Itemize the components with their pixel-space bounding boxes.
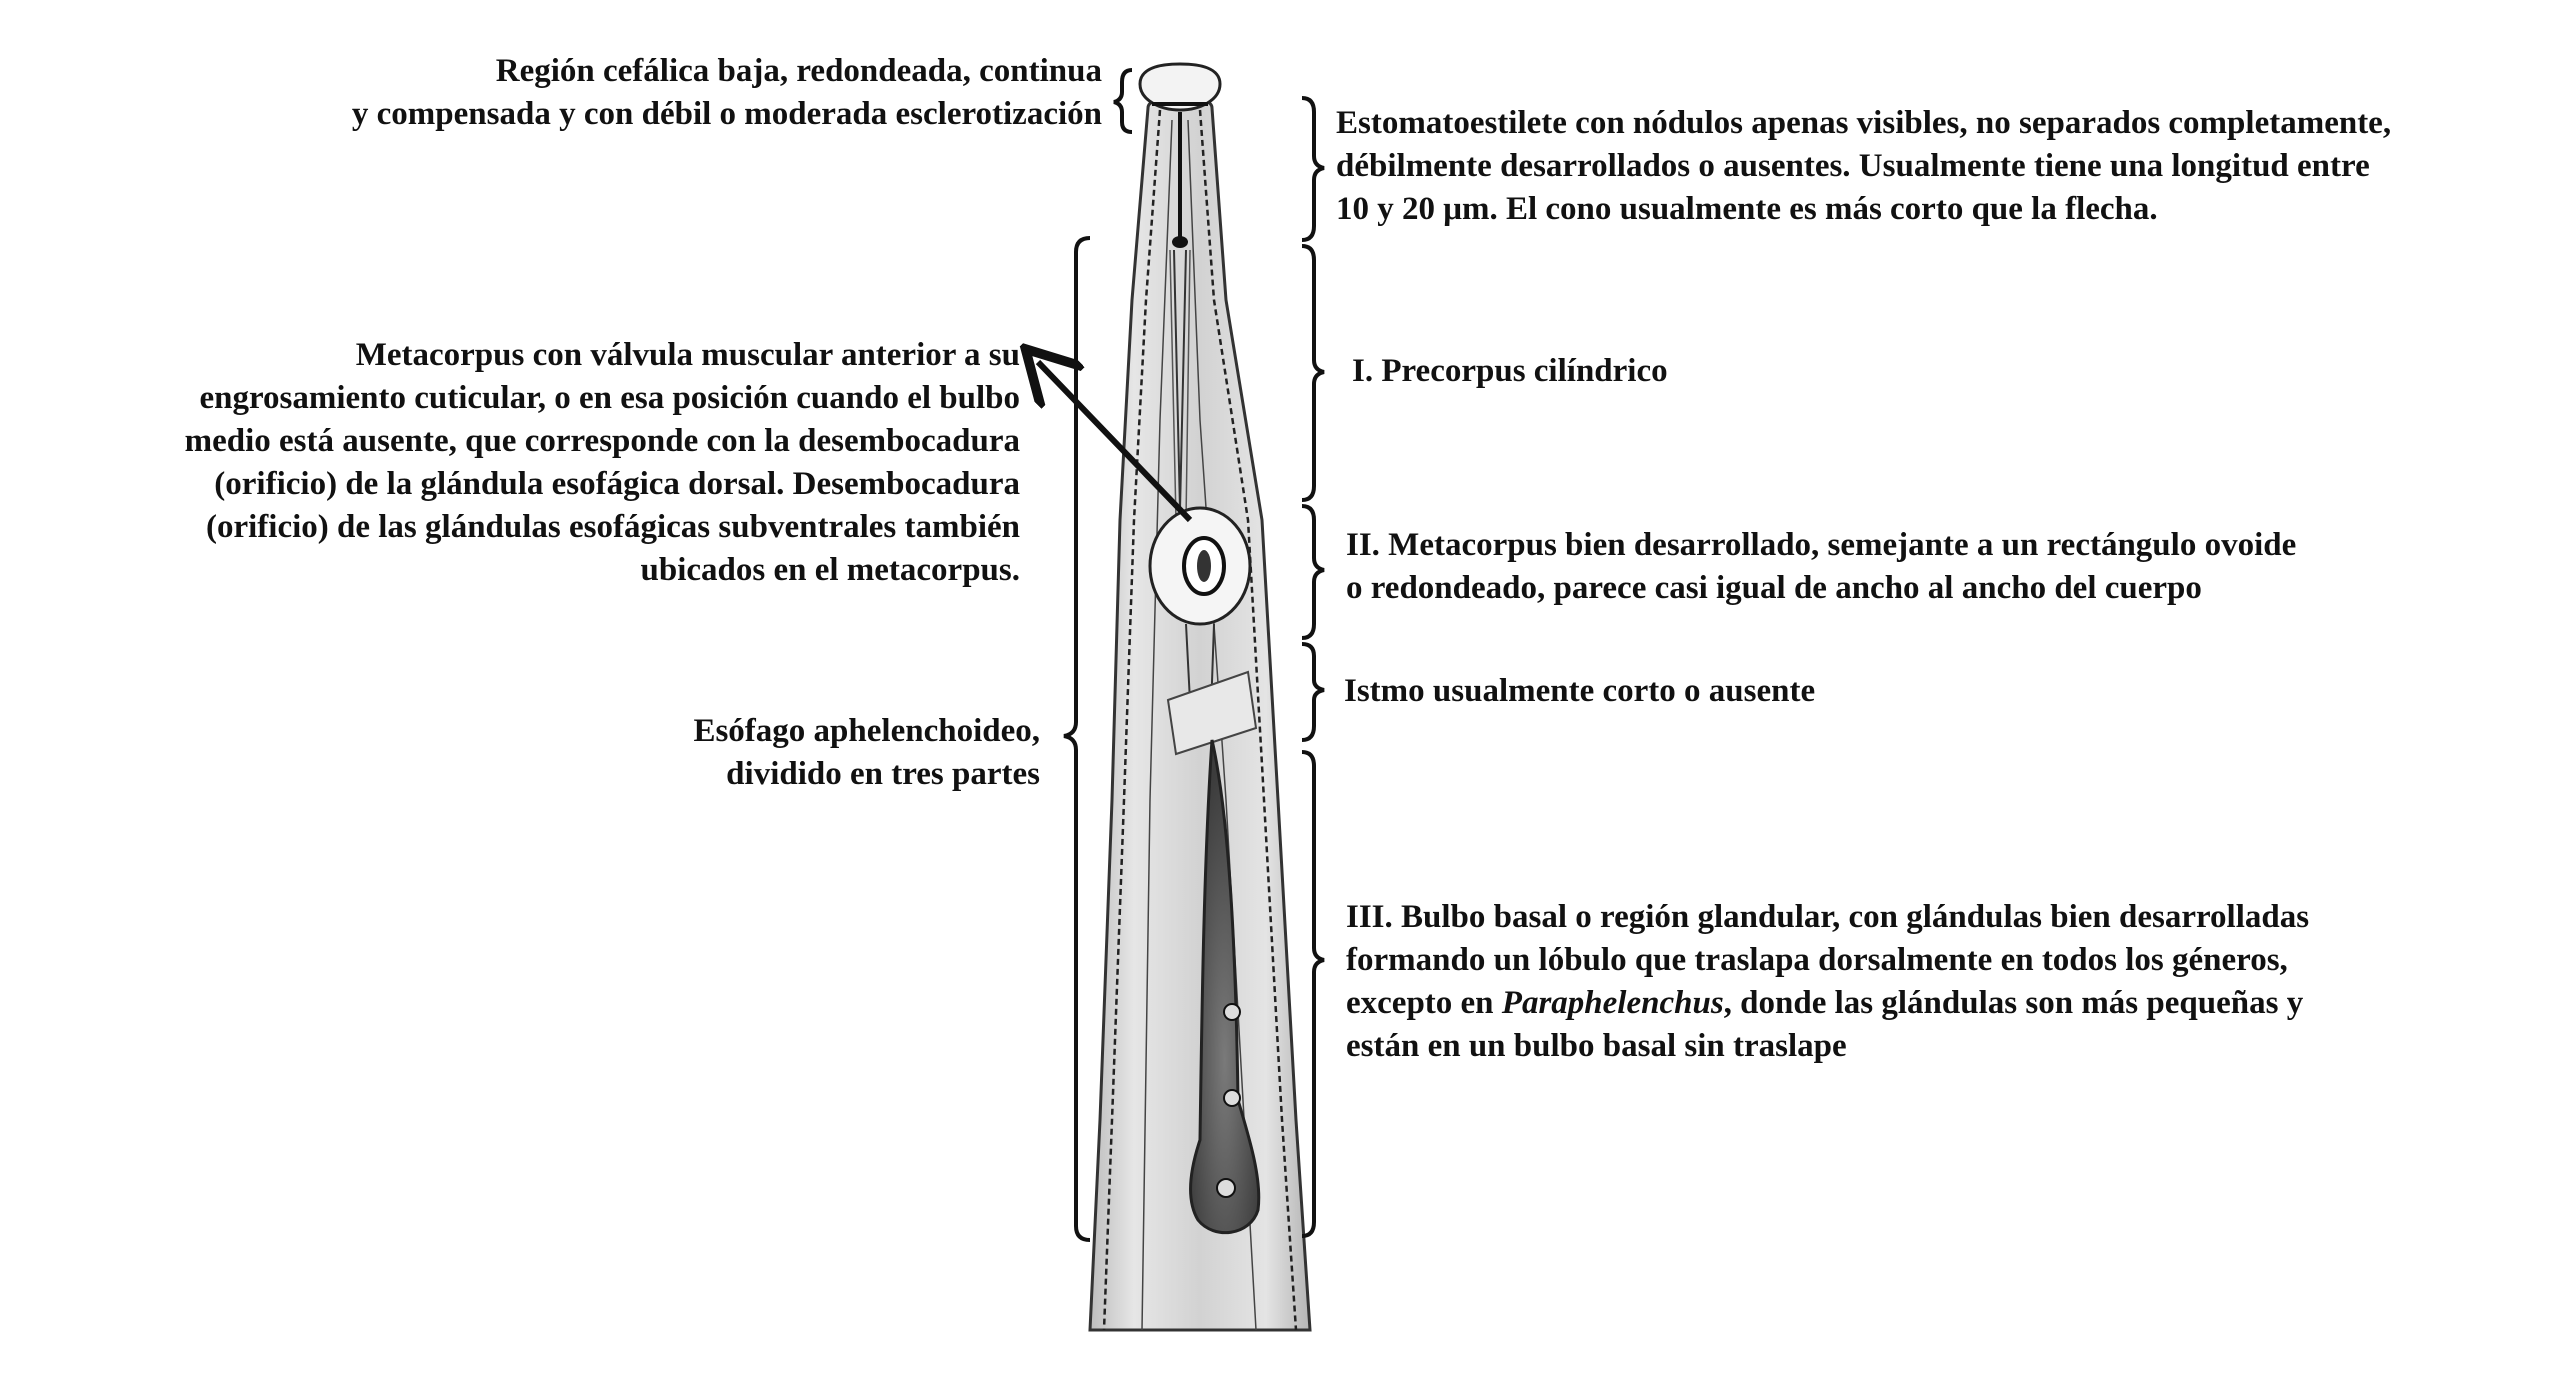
isthmus-bracket bbox=[1301, 642, 1325, 742]
stylet-bracket bbox=[1301, 96, 1325, 242]
stylet bbox=[1172, 112, 1188, 248]
metacorpus-valve-line: (orificio) de las glándulas esofágicas s… bbox=[206, 509, 1020, 545]
metacorpus-arrow bbox=[1038, 362, 1193, 523]
esophagus-bracket bbox=[1063, 236, 1091, 1242]
basal-bulb-bracket bbox=[1301, 750, 1325, 1238]
metacorpus-line: o redondeado, parece casi igual de ancho… bbox=[1346, 570, 2202, 606]
cephalic-line: Región cefálica baja, redondeada, contin… bbox=[495, 53, 1102, 89]
metacorpus-valve-line: ubicados en el metacorpus. bbox=[640, 552, 1021, 588]
stylet-line: débilmente desarrollados o ausentes. Usu… bbox=[1336, 148, 2370, 184]
metacorpus-valve-line: medio está ausente, que corresponde con … bbox=[184, 423, 1020, 459]
genus-name: Paraphelenchus bbox=[1501, 985, 1724, 1021]
stylet-label: Estomatoestilete con nódulos apenas visi… bbox=[1336, 102, 2391, 231]
isthmus bbox=[1166, 623, 1258, 756]
metacorpus-valve-line: engrosamiento cuticular, o en esa posici… bbox=[199, 380, 1020, 416]
precorpus-label: I. Precorpus cilíndrico bbox=[1352, 350, 1668, 393]
basal-bulb-text: excepto en bbox=[1346, 985, 1502, 1021]
basal-bulb-line: formando un lóbulo que traslapa dorsalme… bbox=[1346, 942, 2288, 978]
metacorpus-valve-line: Metacorpus con válvula muscular anterior… bbox=[355, 337, 1020, 373]
cephalic-line: y compensada y con débil o moderada escl… bbox=[351, 96, 1102, 132]
metacorpus-label: II. Metacorpus bien desarrollado, semeja… bbox=[1346, 524, 2296, 610]
stylet-line: Estomatoestilete con nódulos apenas visi… bbox=[1336, 105, 2392, 141]
metacorpus-line: II. Metacorpus bien desarrollado, semeja… bbox=[1346, 527, 2297, 563]
esophagus-line: dividido en tres partes bbox=[726, 756, 1040, 792]
basal-bulb-line: excepto en Paraphelenchus, donde las glá… bbox=[1346, 982, 2309, 1025]
cephalic-label: Región cefálica baja, redondeada, contin… bbox=[352, 50, 1102, 136]
metacorpus-bracket bbox=[1301, 504, 1325, 640]
basal-bulb-text: , donde las glándulas son más pequeñas y bbox=[1723, 985, 2304, 1021]
esophagus-line: Esófago aphelenchoideo, bbox=[693, 713, 1040, 749]
basal-bulb-line: III. Bulbo basal o región glandular, con… bbox=[1346, 899, 2310, 935]
esophagus-label: Esófago aphelenchoideo, dividido en tres… bbox=[693, 710, 1040, 796]
basal-bulb-label: III. Bulbo basal o región glandular, con… bbox=[1346, 896, 2309, 1068]
isthmus-label: Istmo usualmente corto o ausente bbox=[1344, 670, 1815, 713]
cephalic-bracket bbox=[1113, 68, 1133, 134]
basal-bulb bbox=[1189, 739, 1261, 1235]
stylet-line: 10 y 20 μm. El cono usualmente es más co… bbox=[1336, 191, 2158, 227]
cephalic-region bbox=[1138, 62, 1222, 112]
precorpus-bracket bbox=[1301, 244, 1325, 502]
metacorpus bbox=[1148, 506, 1252, 626]
basal-bulb-line: están en un bulbo basal sin traslape bbox=[1346, 1028, 1847, 1064]
metacorpus-valve-label: Metacorpus con válvula muscular anterior… bbox=[185, 334, 1020, 592]
metacorpus-valve-line: (orificio) de la glándula esofágica dors… bbox=[214, 466, 1020, 502]
isthmus-line: Istmo usualmente corto o ausente bbox=[1344, 673, 1816, 709]
precorpus-line: I. Precorpus cilíndrico bbox=[1352, 353, 1668, 389]
